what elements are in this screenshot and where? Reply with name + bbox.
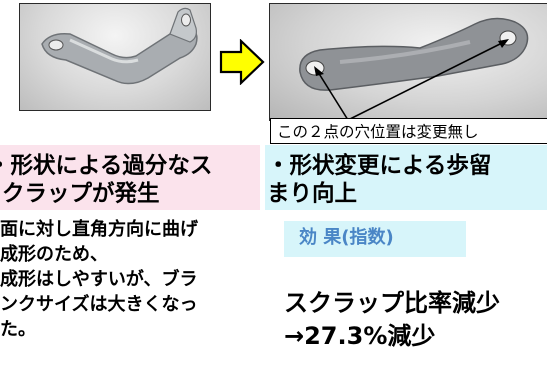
effect-label: 効 果(指数) (299, 227, 394, 248)
description-line: 面に対し直角方向に曲げ (0, 219, 198, 240)
right-arrow-icon (219, 38, 265, 86)
after-part-photo (269, 3, 547, 121)
result-line2: →27.3%減少 (284, 322, 436, 350)
result-text: スクラップ比率減少 →27.3%減少 (284, 287, 547, 353)
problem-banner (0, 145, 260, 210)
pointer-line-right (347, 41, 505, 121)
pointer-line-left (317, 71, 349, 121)
problem-heading: ・形状による過分なス クラップが発生 (0, 152, 268, 208)
description-line: た。 (0, 319, 36, 340)
improvement-heading: ・形状変更による歩留 まり向上 (267, 152, 547, 208)
hole-position-note: この２点の穴位置は変更無し (270, 118, 547, 144)
description-line: ンクサイズは大きくなっ (0, 294, 198, 315)
result-line1: スクラップ比率減少 (284, 289, 500, 317)
effect-chip (284, 221, 466, 257)
description-line: 成形のため、 (0, 244, 108, 265)
problem-description: 面に対し直角方向に曲げ 成形のため、 成形はしやすいが、ブラ ンクサイズは大きく… (0, 217, 266, 342)
pointer-arrowhead-right (498, 39, 509, 48)
problem-heading-line2: クラップが発生 (2, 181, 160, 207)
problem-heading-line1: ・形状による過分なス (0, 153, 213, 179)
improvement-banner (265, 145, 547, 210)
before-part-photo (19, 3, 211, 111)
improvement-heading-line1: ・形状変更による歩留 (267, 153, 492, 179)
pointer-arrowhead-left (314, 66, 324, 76)
description-line: 成形はしやすいが、ブラ (0, 269, 198, 290)
bent-metal-bracket-photo (41, 7, 198, 85)
improvement-heading-line2: まり向上 (267, 181, 358, 207)
